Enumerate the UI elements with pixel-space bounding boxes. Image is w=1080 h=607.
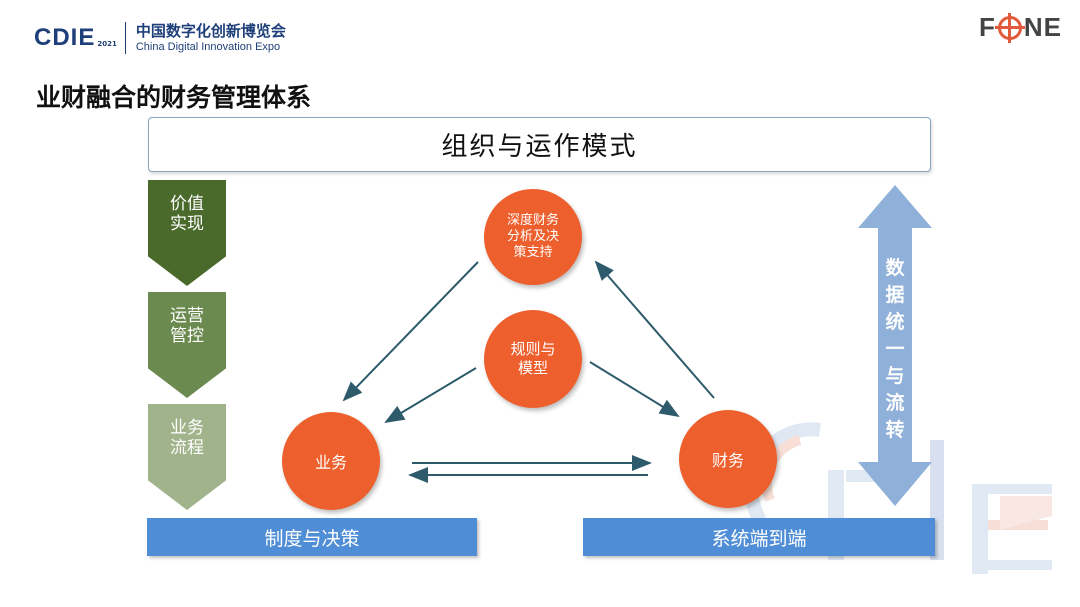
circle-analysis: 深度财务分析及决策支持 <box>484 189 582 285</box>
fone-logo-right: NE <box>1023 12 1062 42</box>
bar-policy-decision: 制度与决策 <box>147 518 477 556</box>
chevron-label: 业务流程 <box>170 418 204 458</box>
bar-system-end-to-end: 系统端到端 <box>583 518 935 556</box>
data-flow-label: 数 据 统 一 与 流 转 <box>872 255 918 444</box>
org-operation-box: 组织与运作模式 <box>148 117 931 172</box>
chevron-label: 价值实现 <box>170 194 204 234</box>
logo-year: 2021 <box>97 40 117 48</box>
data-flow-char: 数 <box>885 257 905 279</box>
fone-logo: F NE <box>979 12 1062 43</box>
chevron-label: 运营管控 <box>170 306 204 346</box>
data-flow-char: 统 <box>885 311 905 333</box>
logo-text-cn: 中国数字化创新博览会 <box>135 22 286 40</box>
circle-finance: 财务 <box>679 410 777 508</box>
data-flow-char: 据 <box>885 284 905 306</box>
circle-business: 业务 <box>282 412 380 510</box>
logo-text: 中国数字化创新博览会 China Digital Innovation Expo <box>136 22 286 54</box>
arrow-rules-to-finance <box>589 361 680 418</box>
double-arrow-shape <box>858 185 932 506</box>
data-flow-char: 与 <box>885 365 905 387</box>
circle-rules-models: 规则与模型 <box>484 310 582 408</box>
logo-divider <box>124 22 126 54</box>
data-flow-char: 转 <box>885 419 905 441</box>
logo-text-en: China Digital Innovation Expo <box>135 41 281 53</box>
logo-mark: CDIE <box>34 24 96 51</box>
data-flow-char: 一 <box>885 338 905 360</box>
arrow-finance-to-analysis <box>594 260 715 399</box>
arrow-analysis-to-business <box>342 261 479 402</box>
page-title: 业财融合的财务管理体系 <box>36 83 312 112</box>
target-icon <box>994 12 1025 43</box>
circle-label: 规则与模型 <box>510 340 556 377</box>
cdie-logo: CDIE 2021 中国数字化创新博览会 China Digital Innov… <box>34 22 286 54</box>
data-flow-char: 流 <box>885 392 905 414</box>
fone-logo-left: F <box>978 12 996 42</box>
arrow-rules-to-business <box>384 367 477 424</box>
circle-label: 深度财务分析及决策支持 <box>506 213 559 260</box>
